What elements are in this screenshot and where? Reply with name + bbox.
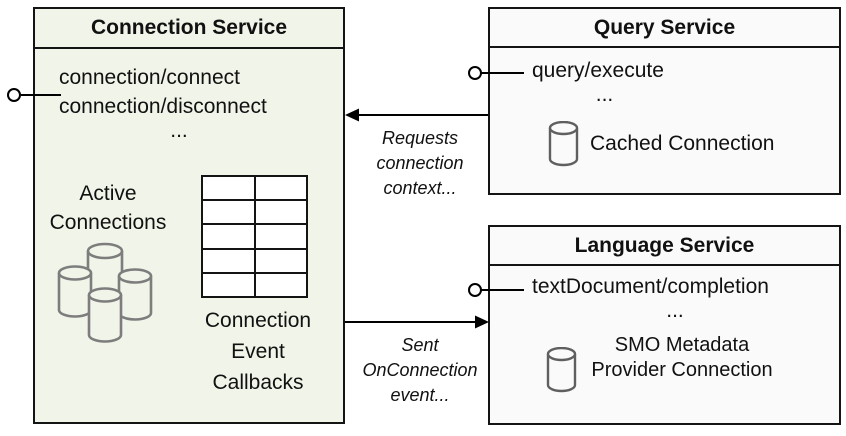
sent-line2: OnConnection bbox=[362, 360, 478, 380]
connection-methods-ellipsis: ... bbox=[170, 119, 188, 142]
sent-onconnection-annotation: Sent OnConnection event... bbox=[350, 333, 490, 408]
language-service-box: Language Service textDocument/completion… bbox=[488, 225, 841, 425]
database-icon bbox=[548, 121, 579, 167]
table-cell bbox=[203, 177, 254, 200]
requests-line1: Requests bbox=[381, 128, 459, 148]
sent-line3: event... bbox=[390, 385, 450, 405]
callbacks-line3: Callbacks bbox=[212, 371, 304, 394]
connection-service-title: Connection Service bbox=[35, 9, 343, 49]
language-service-title: Language Service bbox=[490, 227, 839, 266]
table-cell bbox=[255, 177, 306, 200]
database-cluster-icon bbox=[57, 242, 153, 343]
connection-service-box: Connection Service connection/connect co… bbox=[33, 7, 345, 424]
database-cylinder-left bbox=[57, 265, 93, 318]
requests-connection-annotation: Requests connection context... bbox=[350, 126, 490, 201]
table-cell bbox=[203, 249, 254, 272]
table-cell bbox=[255, 225, 306, 248]
callbacks-table-icon bbox=[201, 175, 308, 298]
database-icon bbox=[546, 347, 577, 393]
smo-label-line2: Provider Connection bbox=[591, 359, 773, 381]
requests-connection-arrow bbox=[345, 108, 488, 122]
callbacks-label: Connection Event Callbacks bbox=[193, 305, 323, 398]
requests-line2: connection bbox=[376, 153, 464, 173]
table-cell bbox=[255, 273, 306, 296]
active-connections-line1: Active bbox=[79, 182, 137, 205]
sent-onconnection-arrow bbox=[345, 315, 489, 329]
query-service-box: Query Service query/execute ... Cached C… bbox=[488, 7, 841, 195]
table-cell bbox=[255, 201, 306, 224]
active-connections-line2: Connections bbox=[49, 211, 167, 234]
method-query-execute: query/execute bbox=[532, 59, 664, 82]
callbacks-line2: Event bbox=[231, 340, 285, 363]
query-methods-ellipsis: ... bbox=[595, 83, 614, 106]
connection-service-methods: connection/connect connection/disconnect bbox=[59, 63, 267, 121]
cached-connection-label: Cached Connection bbox=[590, 132, 775, 155]
table-cell bbox=[203, 273, 254, 296]
sent-line1: Sent bbox=[401, 335, 439, 355]
table-cell bbox=[203, 225, 254, 248]
method-connection-disconnect: connection/disconnect bbox=[59, 95, 267, 118]
requests-line3: context... bbox=[383, 178, 457, 198]
language-methods-ellipsis: ... bbox=[666, 299, 684, 322]
table-cell bbox=[203, 201, 254, 224]
smo-label-line1: SMO Metadata bbox=[614, 334, 750, 356]
query-service-title: Query Service bbox=[490, 9, 839, 48]
database-cylinder-bottom bbox=[87, 287, 123, 343]
active-connections-label: Active Connections bbox=[37, 179, 179, 237]
method-connection-connect: connection/connect bbox=[59, 66, 240, 89]
database-cylinder-right bbox=[117, 268, 153, 321]
smo-metadata-connection-label: SMO Metadata Provider Connection bbox=[582, 333, 782, 383]
method-textdocument-completion: textDocument/completion bbox=[532, 275, 769, 298]
callbacks-line1: Connection bbox=[204, 309, 312, 332]
table-cell bbox=[255, 249, 306, 272]
